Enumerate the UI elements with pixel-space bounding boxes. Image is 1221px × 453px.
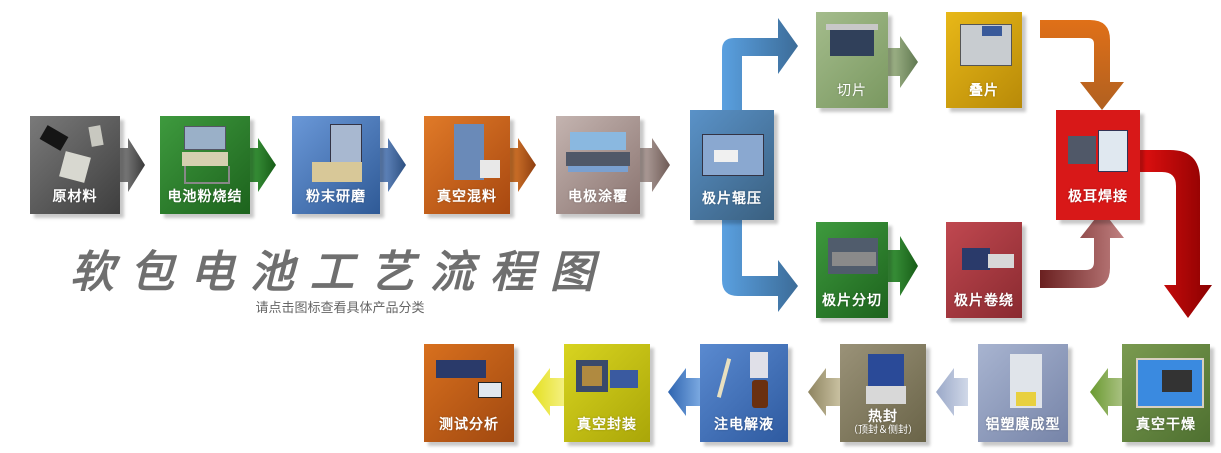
winder-machine-icon [956,230,1014,292]
step-label: 极片辊压 [702,191,762,207]
step-sintering[interactable]: 电池粉烧结 [160,116,250,214]
arrow-right-icon [508,138,536,192]
vacuum-sealer-icon [574,352,640,414]
step-electrolyte-injection[interactable]: 注电解液 [700,344,788,442]
step-pouch-forming[interactable]: 铝塑膜成型 [978,344,1068,442]
step-label: 真空混料 [437,189,497,205]
arrow-left-icon [936,368,968,416]
welder-machine-icon [1066,126,1130,188]
arrow-right-icon [640,138,670,192]
furnace-machine-icon [170,124,240,186]
curve-arrow-down-icon [1140,150,1212,318]
step-winding[interactable]: 极片卷绕 [946,222,1022,318]
step-slitting[interactable]: 极片分切 [816,222,888,318]
step-heat-seal[interactable]: 热封 （顶封＆侧封） [840,344,926,442]
roller-press-machine-icon [700,124,764,186]
forming-machine-icon [988,352,1058,414]
page-subtitle: 请点击图标查看具体产品分类 [255,301,425,316]
step-label: 铝塑膜成型 [985,417,1061,433]
step-vacuum-sealing[interactable]: 真空封装 [564,344,650,442]
slitter-machine-icon [826,230,878,292]
step-label: 真空封装 [577,417,637,433]
mixer-machine-icon [434,124,500,186]
vacuum-oven-icon [1132,352,1204,414]
arrow-right-icon [120,138,145,192]
page-title: 软包电池工艺流程图 [70,247,610,298]
step-rolling[interactable]: 极片辊压 [690,110,774,220]
arrow-right-icon [888,36,918,88]
branch-arrow-down-icon [722,220,798,312]
step-stacking[interactable]: 叠片 [946,12,1022,108]
curve-arrow-down-icon [1040,20,1124,110]
arrow-left-icon [808,368,840,416]
coater-machine-icon [566,124,630,186]
stacker-machine-icon [956,20,1012,82]
step-grinding[interactable]: 粉末研磨 [292,116,380,214]
step-label: 电极涂覆 [568,189,628,205]
step-label: 测试分析 [439,417,499,433]
step-label: 电池粉烧结 [167,189,243,205]
step-cutting[interactable]: 切片 [816,12,888,108]
step-label: 粉末研磨 [306,189,366,205]
step-label: 极片卷绕 [954,293,1014,309]
arrow-left-icon [532,368,564,416]
step-tab-welding[interactable]: 极耳焊接 [1056,110,1140,220]
step-label: 原材料 [52,189,98,205]
heat-sealer-icon [850,352,916,414]
arrow-right-icon [888,236,918,296]
cutter-machine-icon [826,20,878,82]
heat-seal-label: 热封 [868,409,898,425]
step-label: 注电解液 [714,417,774,433]
step-label: 极片分切 [822,293,882,309]
arrow-left-icon [668,368,700,416]
step-testing[interactable]: 测试分析 [424,344,514,442]
arrow-right-icon [250,138,276,192]
step-label: 极耳焊接 [1068,189,1128,205]
step-label: 真空干燥 [1136,417,1196,433]
raw-material-image-icon [39,124,110,186]
pipette-dispenser-icon [710,352,778,414]
heat-seal-sublabel: （顶封＆侧封） [848,425,918,436]
arrow-left-icon [1090,368,1122,416]
grinder-machine-icon [302,124,370,186]
step-vacuum-mixing[interactable]: 真空混料 [424,116,510,214]
step-raw-material[interactable]: 原材料 [30,116,120,214]
step-label: 叠片 [969,83,999,99]
step-vacuum-drying[interactable]: 真空干燥 [1122,344,1210,442]
branch-arrow-up-icon [722,18,798,112]
step-label: 切片 [837,83,867,99]
step-label: 热封 （顶封＆侧封） [840,410,926,438]
step-coating[interactable]: 电极涂覆 [556,116,640,214]
battery-tester-icon [434,352,504,414]
curve-arrow-up-icon [1040,210,1124,288]
arrow-right-icon [380,138,406,192]
